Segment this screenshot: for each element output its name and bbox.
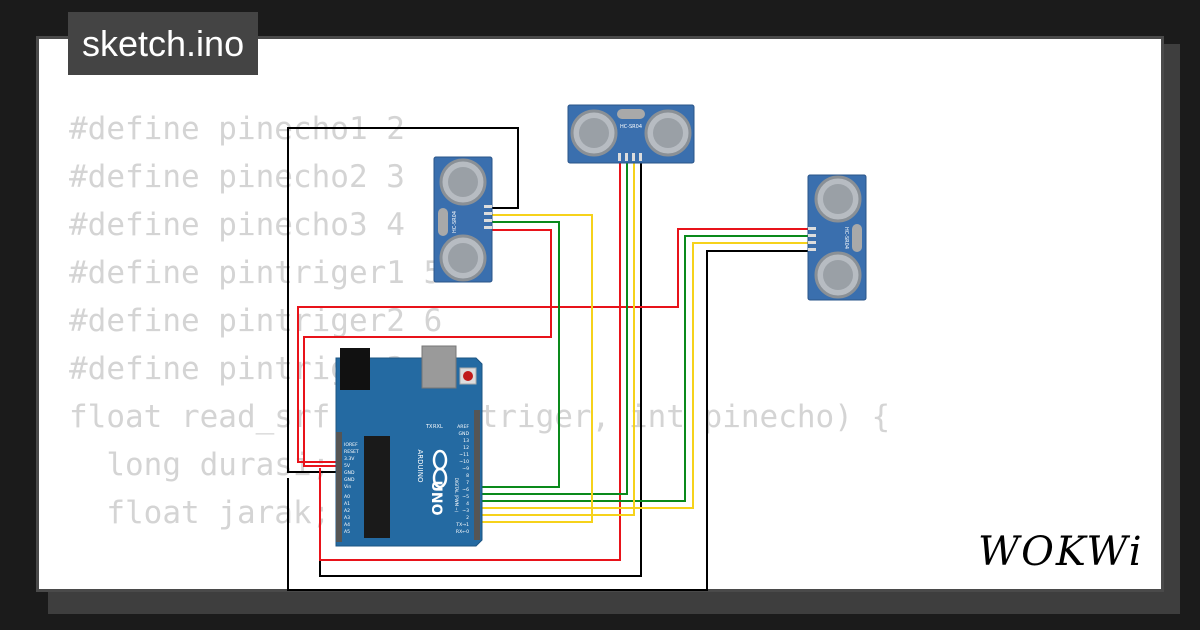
wire-gnd-sensor3 — [287, 250, 812, 591]
wire-vcc-sensor1 — [303, 229, 552, 467]
pin-label: ~11 — [459, 452, 469, 458]
sensor-model-label: HC-SR04 — [620, 124, 642, 130]
code-line: float jarak; — [69, 495, 331, 531]
sensor-model-label: HC-SR04 — [843, 227, 849, 249]
wire-echo-sensor2 — [478, 158, 635, 516]
pin-label: GND — [458, 431, 469, 437]
pin-label: A2 — [344, 508, 350, 514]
pin-label: 8 — [466, 473, 469, 479]
pin-label: A4 — [344, 522, 350, 528]
pin-label: A1 — [344, 501, 350, 507]
board-misc-label: L — [440, 424, 443, 430]
file-tab-title: sketch.ino — [68, 12, 259, 75]
wire-vcc-sensor2 — [319, 158, 621, 561]
pin-label: A0 — [344, 494, 350, 500]
ultrasonic-sensor-3[interactable]: HC-SR04 — [807, 174, 867, 301]
pin-label: 4 — [466, 501, 469, 507]
pin-label: AREF — [457, 424, 469, 430]
wire-vcc-sensor3 — [297, 228, 812, 463]
code-line: #define pinecho2 3 — [69, 159, 405, 195]
wire-trig-sensor3 — [478, 235, 812, 502]
pin-label: A3 — [344, 515, 350, 521]
board-misc-label: TX — [425, 424, 433, 430]
pin-label: 2 — [466, 515, 469, 521]
pin-label: ~9 — [462, 466, 469, 472]
pin-label: 5V — [344, 463, 351, 469]
pin-label: 12 — [463, 445, 469, 451]
wires — [287, 127, 812, 591]
pin-label: GND — [344, 470, 355, 476]
ultrasonic-sensor-2[interactable]: HC-SR04 — [567, 104, 695, 164]
wire-trig-sensor1 — [478, 221, 560, 488]
board-model-label: UNO — [428, 481, 444, 516]
pin-label: 7 — [466, 480, 469, 486]
power-jack — [340, 348, 370, 390]
wire-gnd-sensor1 — [287, 127, 519, 473]
code-line: #define pinecho3 4 — [69, 207, 405, 243]
pin-label: IOREF — [344, 442, 358, 448]
wokwi-logo: WOKWi — [978, 529, 1144, 575]
pin-label: GND — [344, 477, 355, 483]
pin-label: A5 — [344, 529, 350, 535]
code-line: #define pintriger2 6 — [69, 303, 443, 339]
arduino-uno-board[interactable]: ARDUINO UNO DIGITAL (PWM ~) TX RX L IORE… — [335, 345, 483, 547]
pin-label: Vin — [344, 484, 351, 490]
board-misc-label: RX — [433, 424, 440, 430]
pin-label: ~3 — [462, 508, 469, 514]
wire-echo-sensor1 — [478, 214, 593, 523]
sensor-model-label: HC-SR04 — [452, 211, 458, 233]
usb-port — [421, 345, 457, 389]
wire-trig-sensor2 — [478, 158, 628, 495]
code-line: #define pintriger3 7 — [69, 351, 443, 387]
board-digital-label: DIGITAL (PWM ~) — [454, 478, 459, 513]
microcontroller-chip — [364, 436, 390, 538]
pin-label: RESET — [344, 449, 359, 455]
pin-label: 13 — [463, 438, 469, 444]
board-brand-label: ARDUINO — [416, 450, 424, 483]
wire-echo-sensor3 — [478, 242, 812, 509]
pin-label: ~6 — [462, 487, 469, 493]
code-line: long durasi; — [69, 447, 331, 483]
pin-label: ~5 — [462, 494, 469, 500]
ultrasonic-sensor-1[interactable]: HC-SR04 — [433, 156, 493, 283]
pin-label: TX→1 — [455, 522, 469, 528]
pin-label: ~10 — [459, 459, 469, 465]
pin-label: RX←0 — [456, 529, 469, 535]
pin-label: 3.3V — [344, 456, 355, 462]
